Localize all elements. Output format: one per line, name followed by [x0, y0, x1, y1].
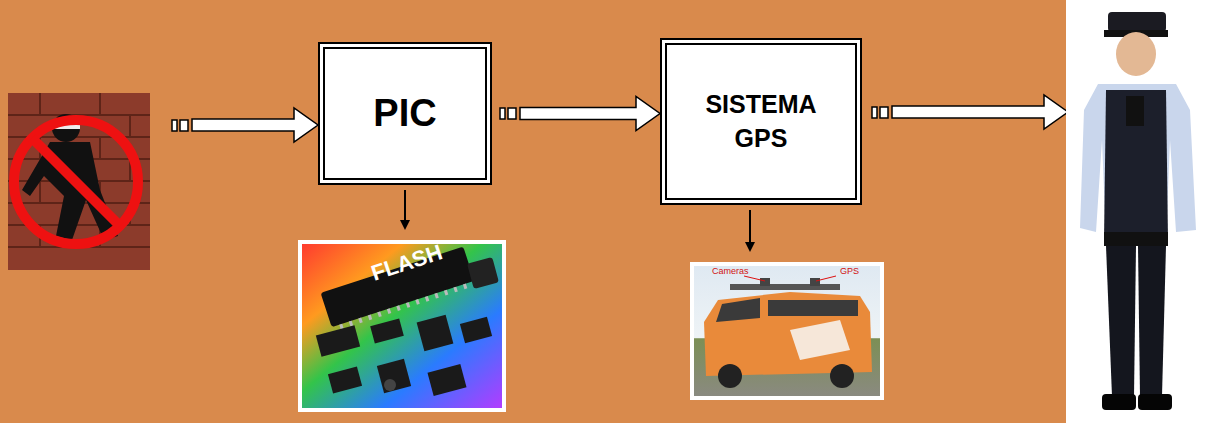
picture-text: GPS — [840, 266, 859, 276]
thief-picture — [8, 93, 150, 270]
process-box: SISTEMA GPS — [660, 38, 862, 205]
police-picture — [1066, 0, 1213, 423]
flow-arrow — [172, 108, 318, 142]
flow-arrow — [872, 95, 1068, 129]
van-picture — [690, 262, 884, 400]
box-label: PIC — [373, 88, 436, 139]
chip-picture — [298, 240, 506, 412]
process-box: PIC — [318, 42, 492, 185]
picture-text: Cameras — [712, 266, 749, 276]
picture-text: FLASH — [368, 239, 446, 286]
box-label: SISTEMA GPS — [696, 88, 826, 156]
flow-arrow — [500, 97, 660, 131]
